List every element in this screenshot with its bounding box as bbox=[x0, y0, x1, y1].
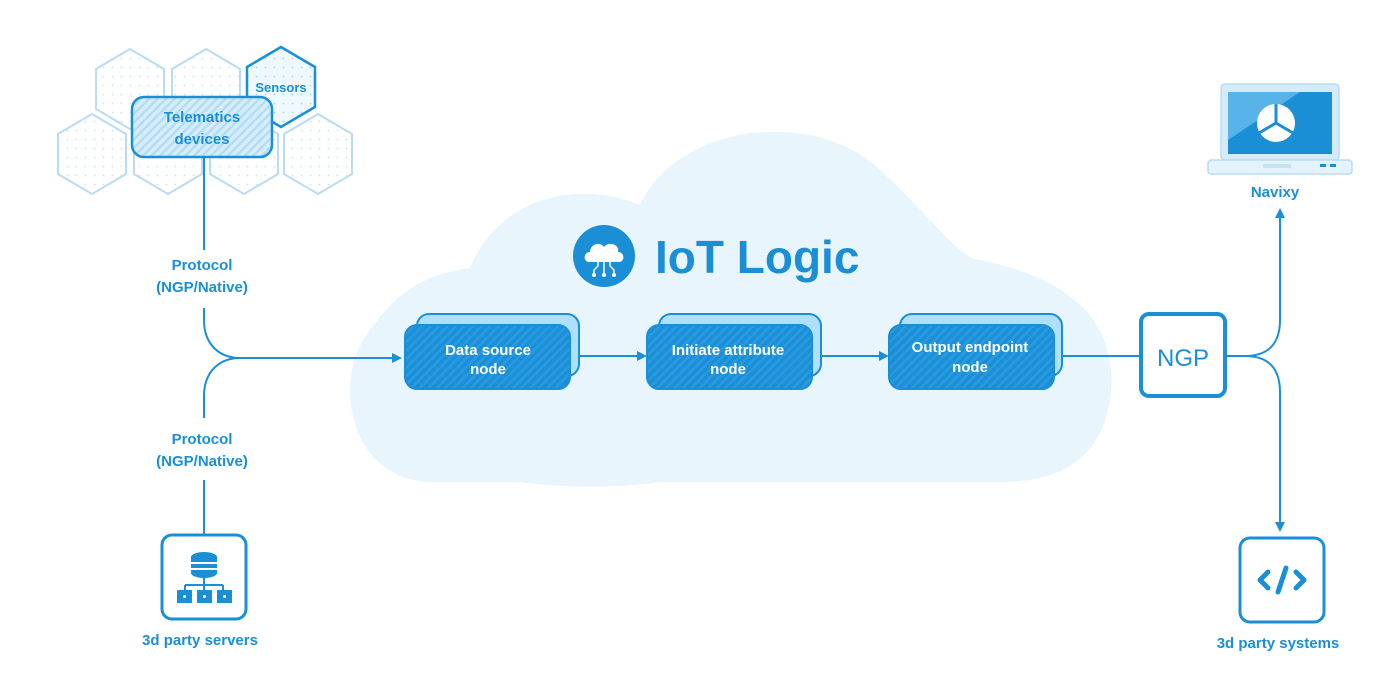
node-label-line2: node bbox=[710, 361, 746, 378]
database-network-icon bbox=[177, 552, 232, 603]
pipeline-node-initiate-attribute[interactable]: Initiate attribute node bbox=[646, 313, 822, 390]
protocol-bottom-line2: (NGP/Native) bbox=[156, 453, 248, 470]
hexagon bbox=[57, 112, 127, 196]
code-icon bbox=[1257, 565, 1307, 595]
pipeline-node-data-source[interactable]: Data source node bbox=[404, 313, 580, 390]
ngp-label: NGP bbox=[1157, 345, 1209, 372]
cloud-glyph bbox=[584, 243, 624, 262]
navixy-label: Navixy bbox=[1251, 184, 1300, 201]
telematics-devices-box[interactable] bbox=[130, 95, 274, 159]
laptop-icon[interactable] bbox=[1207, 83, 1353, 175]
node-label-line2: node bbox=[952, 359, 988, 376]
sensors-label: Sensors bbox=[255, 80, 306, 95]
pipeline-node-output-endpoint[interactable]: Output endpoint node bbox=[888, 313, 1063, 390]
iot-logic-logo bbox=[573, 225, 635, 287]
node-label-line1: Output endpoint bbox=[912, 339, 1029, 356]
cloud-background bbox=[350, 131, 1112, 487]
node-label-line1: Data source bbox=[445, 342, 531, 359]
third-party-systems-label: 3d party systems bbox=[1217, 635, 1340, 652]
page-title: IoT Logic bbox=[655, 231, 859, 283]
pipeline-nodes: Data source node Initiate attribute node… bbox=[404, 313, 1063, 390]
hexagon bbox=[283, 112, 353, 196]
protocol-bottom-line1: Protocol bbox=[172, 431, 233, 448]
node-label-line1: Initiate attribute bbox=[672, 342, 785, 359]
right-connectors bbox=[1225, 208, 1285, 532]
telematics-label-line1: Telematics bbox=[164, 109, 240, 126]
left-connectors bbox=[203, 157, 402, 535]
third-party-servers-label: 3d party servers bbox=[142, 632, 258, 649]
node-label-line2: node bbox=[470, 361, 506, 378]
protocol-top-line1: Protocol bbox=[172, 257, 233, 274]
protocol-top-line2: (NGP/Native) bbox=[156, 279, 248, 296]
telematics-label-line2: devices bbox=[174, 131, 229, 148]
